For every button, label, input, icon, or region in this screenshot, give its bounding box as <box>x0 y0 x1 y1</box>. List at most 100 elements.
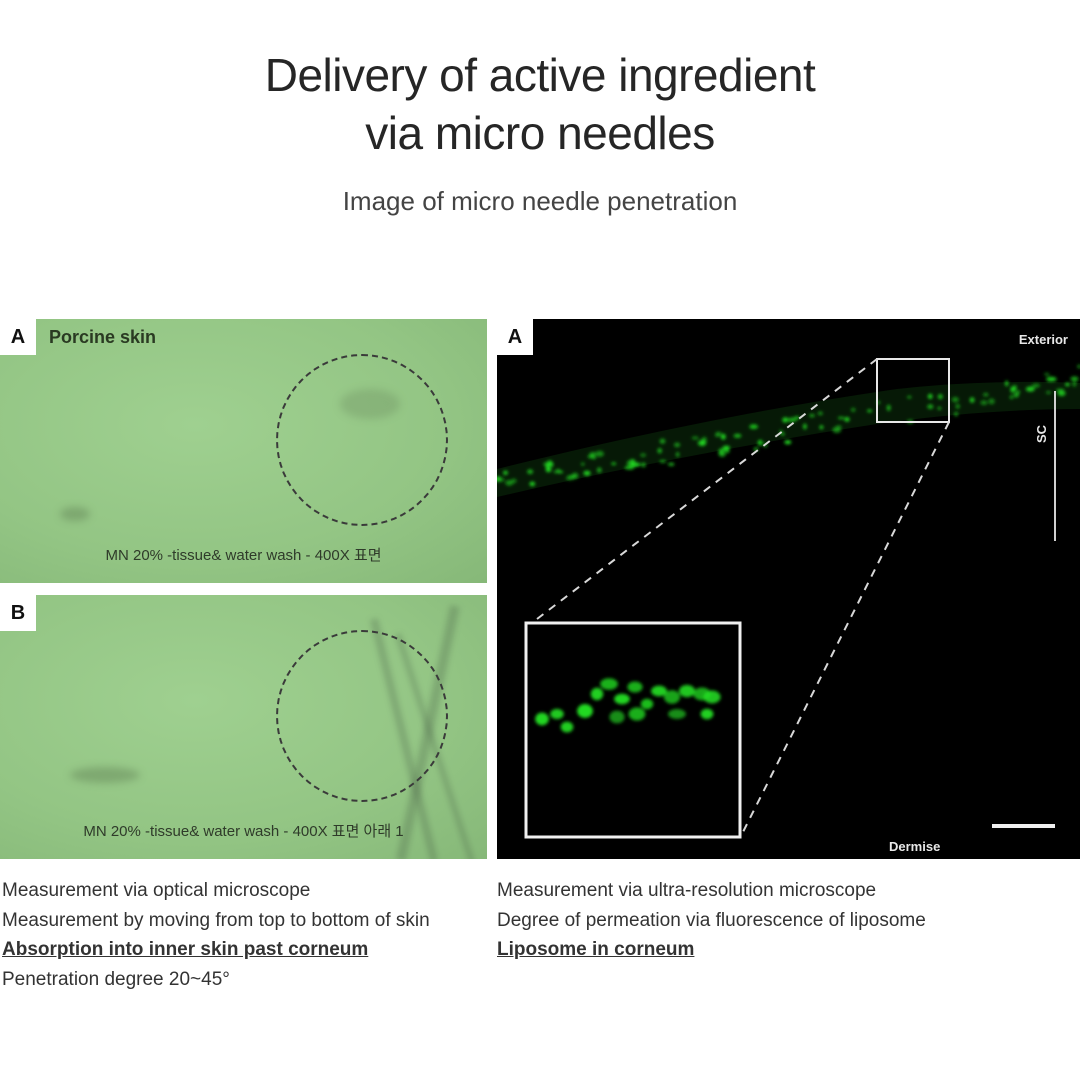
fluorescent-dot <box>1072 381 1077 387</box>
fluorescent-dot <box>659 438 666 444</box>
fluorescence-drawing <box>497 358 1080 839</box>
fluorescent-dot <box>640 698 654 710</box>
penetration-circle <box>276 630 448 802</box>
fluorescent-dot <box>988 398 995 405</box>
fluorescent-dot <box>595 450 604 457</box>
fluorescent-dot <box>819 425 824 430</box>
fluorescent-dot <box>641 462 646 468</box>
fluorescent-dot <box>1045 391 1052 394</box>
title-line-1: Delivery of active ingredient <box>264 49 816 101</box>
fluorescent-dot <box>1046 376 1055 382</box>
fluorescent-dot <box>867 409 873 413</box>
fluorescent-dot <box>1012 385 1018 389</box>
info-highlight: Absorption into inner skin past corneum <box>2 939 369 960</box>
fluorescent-dot <box>803 423 807 430</box>
fluorescent-dot <box>651 685 667 697</box>
fluorescent-dot <box>1005 380 1009 387</box>
fluorescent-dot <box>550 461 554 468</box>
fluorescent-dot <box>1065 382 1070 387</box>
fluorescent-dot <box>1025 386 1035 392</box>
fluorescent-dot <box>886 404 891 411</box>
fluorescent-dot <box>1031 383 1041 388</box>
fluorescent-dot <box>668 708 686 720</box>
fluorescent-dot <box>983 393 989 397</box>
fluorescent-dot <box>659 460 667 463</box>
fluorescent-dot <box>980 400 988 406</box>
fluorescent-dot <box>545 467 552 473</box>
fluorescent-dot <box>907 395 912 399</box>
fluorescent-dot <box>1044 372 1050 376</box>
fluorescent-dot <box>657 448 662 454</box>
page-title: Delivery of active ingredient via micro … <box>0 46 1080 162</box>
fluorescent-dot <box>633 462 641 467</box>
panel-title: Porcine skin <box>49 327 157 347</box>
fluorescent-dot <box>560 721 574 733</box>
fluorescent-dot <box>674 442 681 448</box>
fluorescent-dot <box>809 414 815 418</box>
zoom-connector <box>536 358 878 620</box>
fluorescent-dot <box>757 439 763 446</box>
fluorescent-dot <box>725 449 730 453</box>
fluorescent-dot <box>844 417 850 422</box>
fluorescent-dot <box>703 690 721 704</box>
optical-image-surface: A Porcine skin MN 20% -tissue& water was… <box>0 319 487 583</box>
fluorescent-dot <box>503 470 508 475</box>
zoomed-liposomes <box>535 678 721 733</box>
fluorescent-dot <box>782 417 789 423</box>
dermise-label: Dermise <box>889 839 941 854</box>
panel-label: A <box>0 319 36 355</box>
fluorescent-dot <box>697 440 707 446</box>
fluorescent-dot <box>1057 390 1066 397</box>
fluorescence-description: Measurement via ultra-resolution microsc… <box>497 876 926 965</box>
fluorescent-dot <box>596 467 602 473</box>
zoom-region-box <box>876 358 950 423</box>
fluorescent-dot <box>614 693 630 705</box>
needle-mark <box>70 767 140 783</box>
fluorescent-dot <box>1055 388 1065 392</box>
fluorescent-dot <box>609 710 625 724</box>
fluorescent-dot <box>529 481 536 487</box>
fluorescent-dot <box>577 704 593 718</box>
fluorescent-dot <box>497 476 501 482</box>
fluorescent-dot <box>718 448 723 455</box>
title-line-2: via micro needles <box>365 107 715 159</box>
fluorescent-dot <box>691 436 699 440</box>
fluorescent-dot <box>667 462 675 466</box>
zoomed-inset <box>524 621 742 839</box>
fluorescent-dot <box>550 708 564 720</box>
fluorescent-dot <box>784 440 792 445</box>
fluorescent-dot <box>589 452 597 456</box>
fluorescent-dot <box>1077 364 1080 369</box>
fluorescent-dot <box>850 407 856 412</box>
fluorescent-dot <box>626 460 636 467</box>
fluorescent-dot <box>927 393 933 400</box>
fluorescent-dot <box>640 453 647 457</box>
info-line: Penetration degree 20~45° <box>2 968 230 990</box>
fluorescent-dot <box>627 681 643 693</box>
fluorescent-dot <box>955 404 960 409</box>
fluorescent-dot <box>600 678 618 690</box>
fluorescent-dot <box>679 684 695 698</box>
page-subtitle: Image of micro needle penetration <box>342 186 738 216</box>
fluorescent-dot <box>583 470 591 476</box>
penetration-circle <box>276 354 448 526</box>
fluorescent-dot <box>951 396 959 403</box>
fluorescent-dot <box>837 416 845 420</box>
fluorescent-dot <box>1009 395 1014 399</box>
fluorescent-dot <box>545 462 551 469</box>
fluorescent-dot <box>553 470 561 474</box>
fluorescent-dot <box>927 404 934 410</box>
fluorescent-dot <box>937 406 942 410</box>
fluorescent-dot <box>794 416 800 420</box>
info-line: Degree of permeation via fluorescence of… <box>497 909 926 931</box>
image-caption: MN 20% -tissue& water wash - 400X 표면 <box>105 547 382 564</box>
fluorescent-dot <box>832 426 842 433</box>
fluorescent-dot <box>1070 376 1079 382</box>
zoom-connector <box>741 421 950 835</box>
optical-image-subsurface: B MN 20% -tissue& water wash - 400X 표면 아… <box>0 595 487 859</box>
fluorescent-dot <box>788 417 797 423</box>
fluorescent-dot <box>527 469 534 474</box>
panel-label: B <box>0 595 36 631</box>
sc-label: SC <box>1034 424 1049 443</box>
fluorescent-dot <box>587 454 595 459</box>
